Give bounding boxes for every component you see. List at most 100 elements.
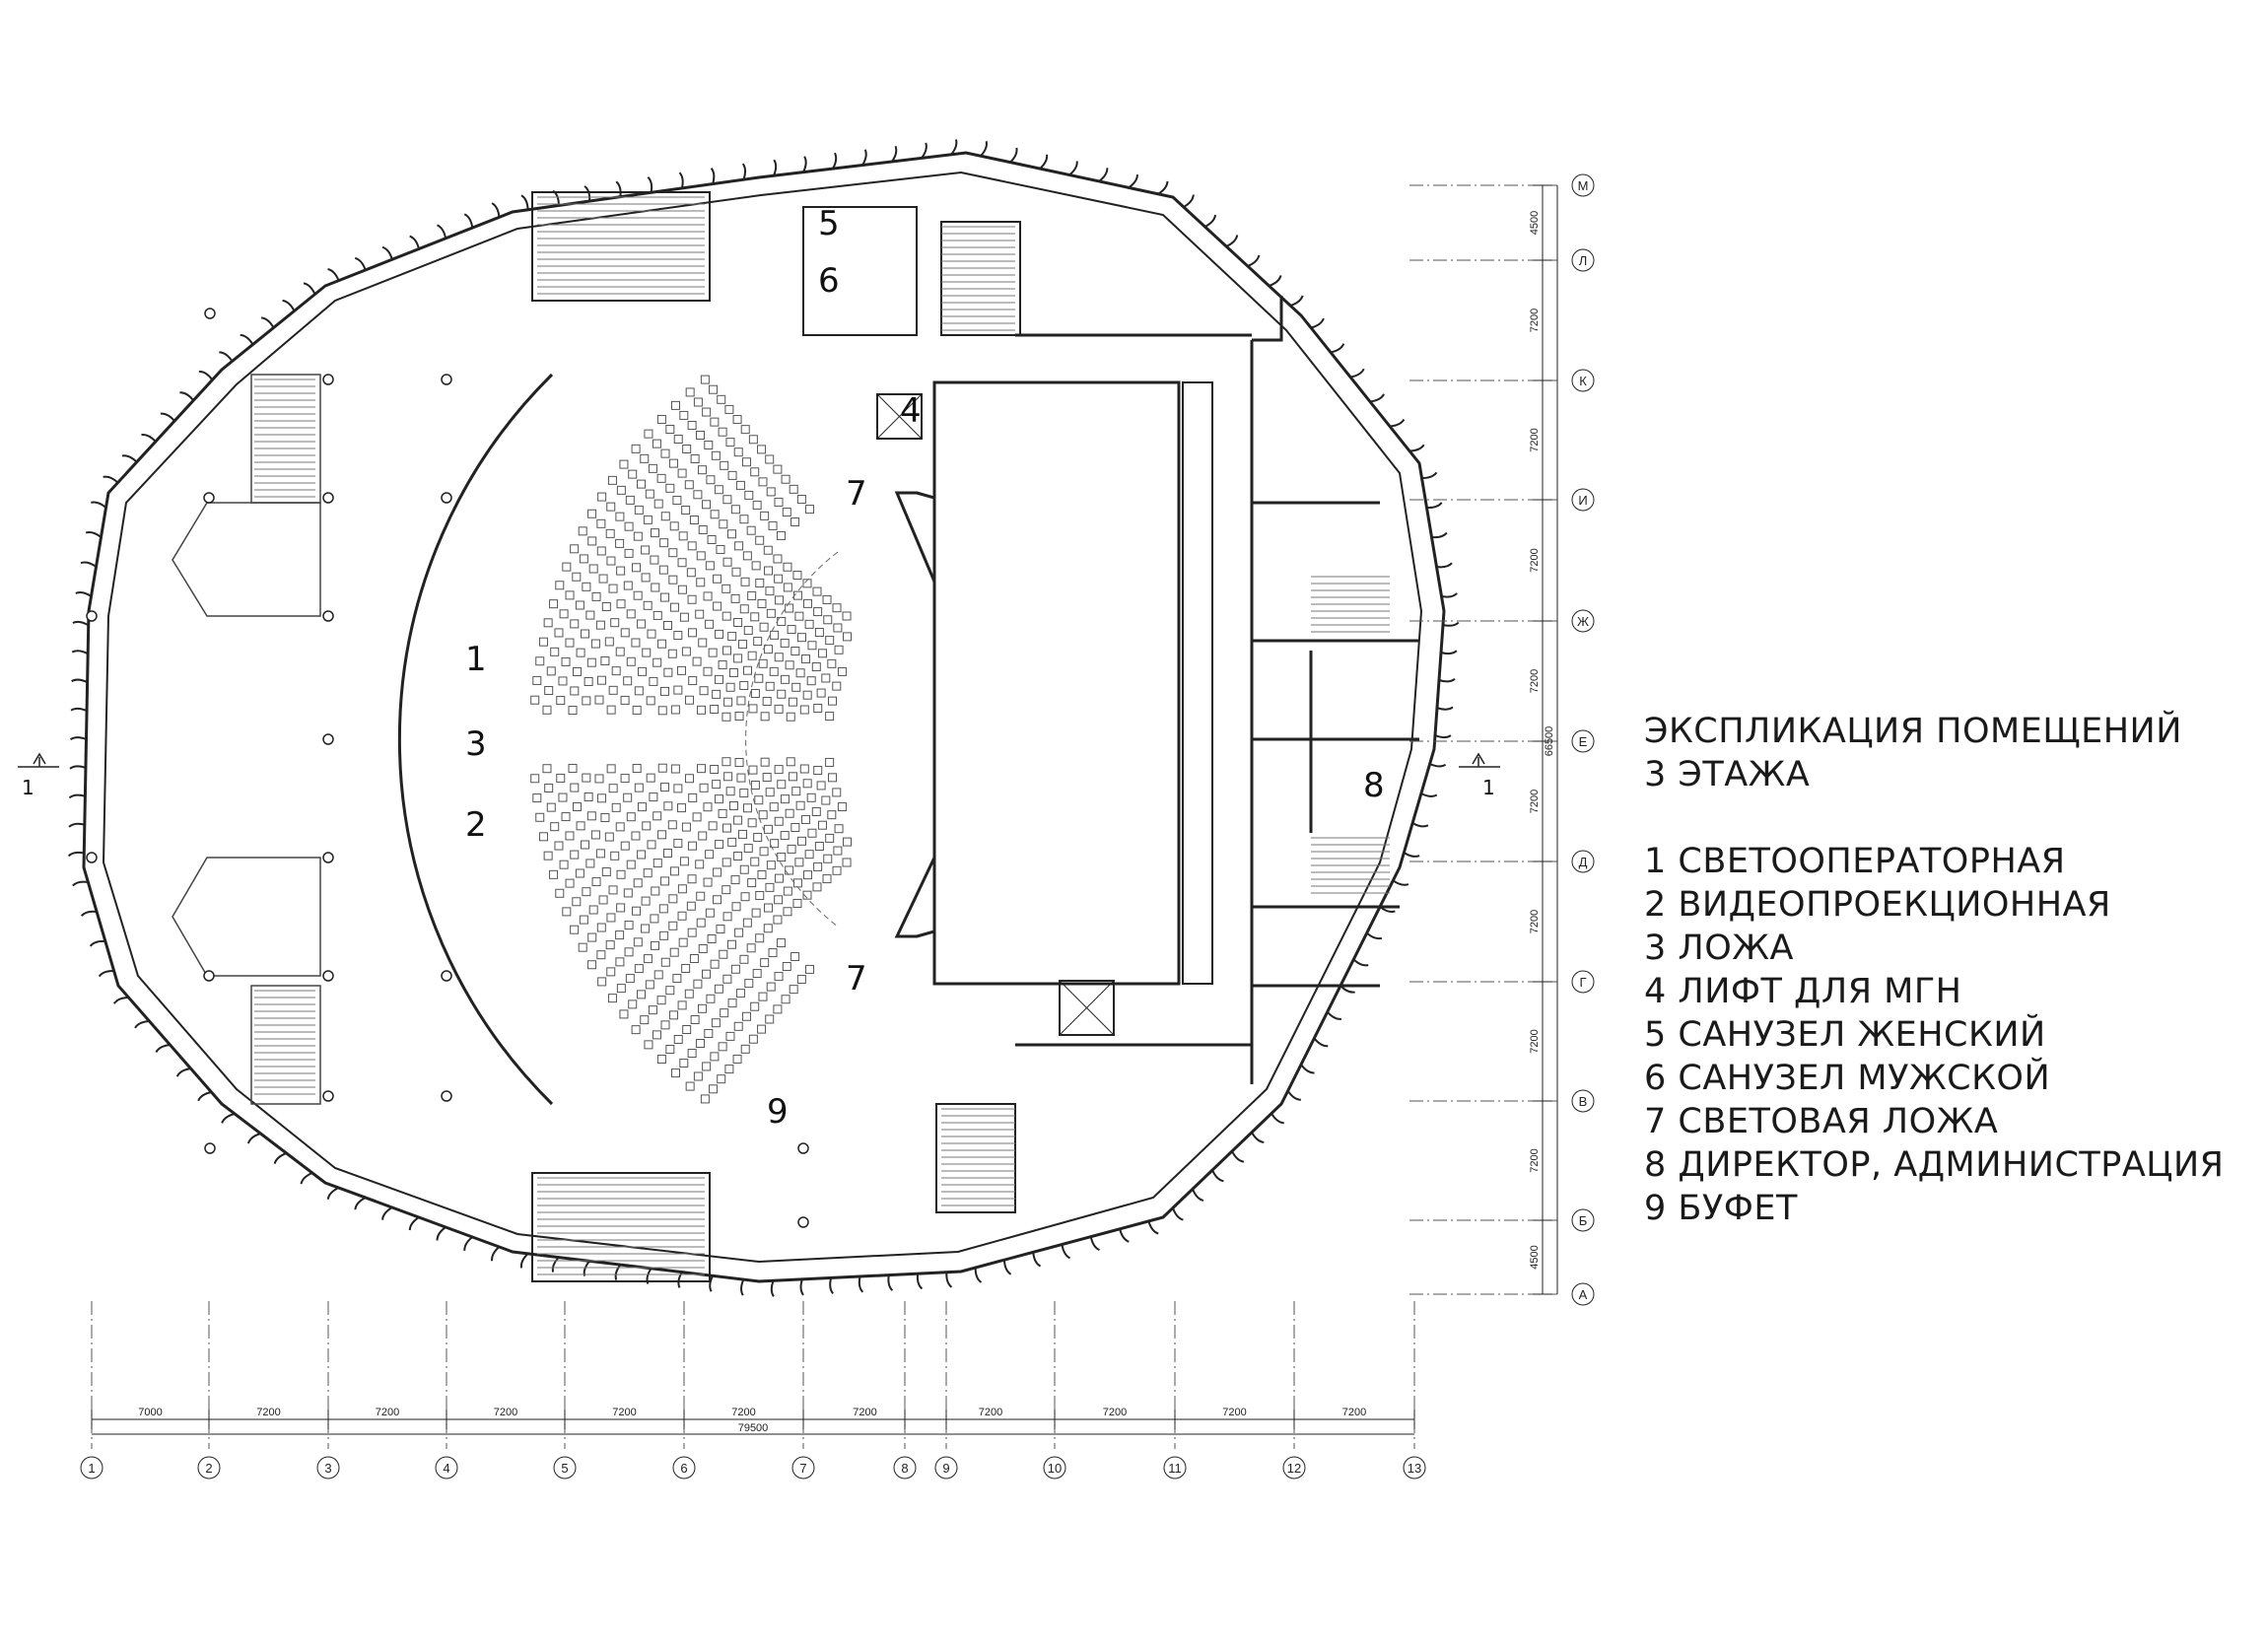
seat	[776, 530, 786, 540]
seat	[600, 655, 610, 665]
seat	[764, 566, 774, 576]
axis-bubble	[1043, 1456, 1066, 1480]
seat	[596, 675, 606, 685]
dimension-total-x: 79500	[738, 1422, 769, 1434]
seat	[696, 891, 706, 901]
seat	[662, 849, 672, 859]
seat	[747, 878, 757, 888]
facade-fin	[72, 880, 89, 887]
seat	[711, 450, 721, 460]
seat	[785, 865, 794, 875]
seat	[748, 435, 758, 445]
facade-fin	[197, 1091, 212, 1102]
column	[322, 374, 334, 385]
seat	[559, 860, 569, 869]
seat	[644, 429, 653, 439]
seat	[706, 475, 716, 485]
seat	[734, 758, 744, 768]
seat	[698, 638, 708, 648]
column	[441, 374, 452, 385]
seat	[649, 792, 658, 802]
seat	[842, 837, 852, 847]
seat	[665, 424, 675, 434]
seat	[750, 780, 760, 790]
seat	[725, 438, 735, 447]
seat	[751, 908, 761, 918]
facade-fin	[1251, 1132, 1265, 1143]
facade-fin	[141, 433, 157, 443]
seat	[787, 844, 796, 854]
seat	[721, 885, 731, 895]
seat	[757, 1024, 767, 1034]
seat	[578, 526, 587, 536]
seat	[539, 637, 549, 647]
facade-fin	[1431, 531, 1448, 539]
seat	[710, 764, 720, 774]
seat	[656, 996, 666, 1005]
seat	[812, 882, 822, 892]
seat	[732, 1054, 742, 1064]
seat	[757, 445, 767, 454]
seat	[806, 676, 816, 686]
seat	[628, 999, 638, 1009]
facade-fin	[1039, 154, 1049, 170]
seat	[740, 425, 750, 435]
seat	[813, 607, 823, 617]
seat	[587, 960, 597, 970]
seat	[718, 427, 727, 437]
seat	[542, 705, 552, 715]
facade-fin	[1231, 1150, 1245, 1163]
seat	[637, 850, 647, 860]
seat	[742, 918, 752, 928]
seat	[774, 873, 784, 883]
seat	[643, 868, 653, 878]
room-3-label: 3	[465, 724, 487, 764]
seat	[590, 639, 600, 649]
seat	[740, 892, 750, 902]
dimension-segment-x: 7200	[494, 1407, 517, 1418]
seat	[626, 609, 636, 619]
seat	[565, 878, 575, 888]
dimension-segment-y: 7200	[1529, 669, 1541, 693]
seat	[814, 627, 824, 637]
facade-fin	[1225, 235, 1239, 247]
seat	[626, 860, 636, 869]
facade-fin	[69, 765, 87, 770]
seat	[556, 696, 566, 706]
axis-bubble	[1571, 1282, 1595, 1306]
seat	[702, 407, 712, 417]
seat	[658, 904, 668, 914]
seat	[811, 806, 821, 816]
facade-fin	[1330, 343, 1345, 354]
seat	[565, 831, 575, 841]
seat	[825, 833, 835, 843]
seat	[710, 417, 720, 427]
seat	[641, 573, 651, 583]
seat	[766, 860, 776, 870]
seat	[709, 1084, 719, 1094]
facade-fin	[282, 299, 296, 311]
seat	[677, 585, 687, 594]
seat	[673, 685, 683, 695]
seat	[705, 850, 715, 860]
seat	[645, 489, 654, 499]
section-mark-left-label: 1	[22, 776, 34, 799]
seat	[695, 860, 705, 869]
axis-label-y: Ж	[1577, 614, 1589, 629]
seat	[585, 610, 595, 620]
facade-fin	[1098, 168, 1109, 182]
seat	[748, 765, 758, 775]
facade-fin	[69, 736, 87, 741]
seat	[787, 625, 796, 635]
facade-fin	[1403, 852, 1420, 858]
seat	[780, 831, 790, 841]
seat	[827, 773, 837, 783]
seat	[594, 695, 604, 705]
seat	[570, 619, 580, 629]
column	[441, 1090, 452, 1102]
seat	[762, 773, 772, 783]
seat	[780, 794, 790, 804]
axis-label-x: 2	[205, 1461, 212, 1476]
facade-fin	[160, 412, 175, 422]
seat	[792, 898, 802, 908]
